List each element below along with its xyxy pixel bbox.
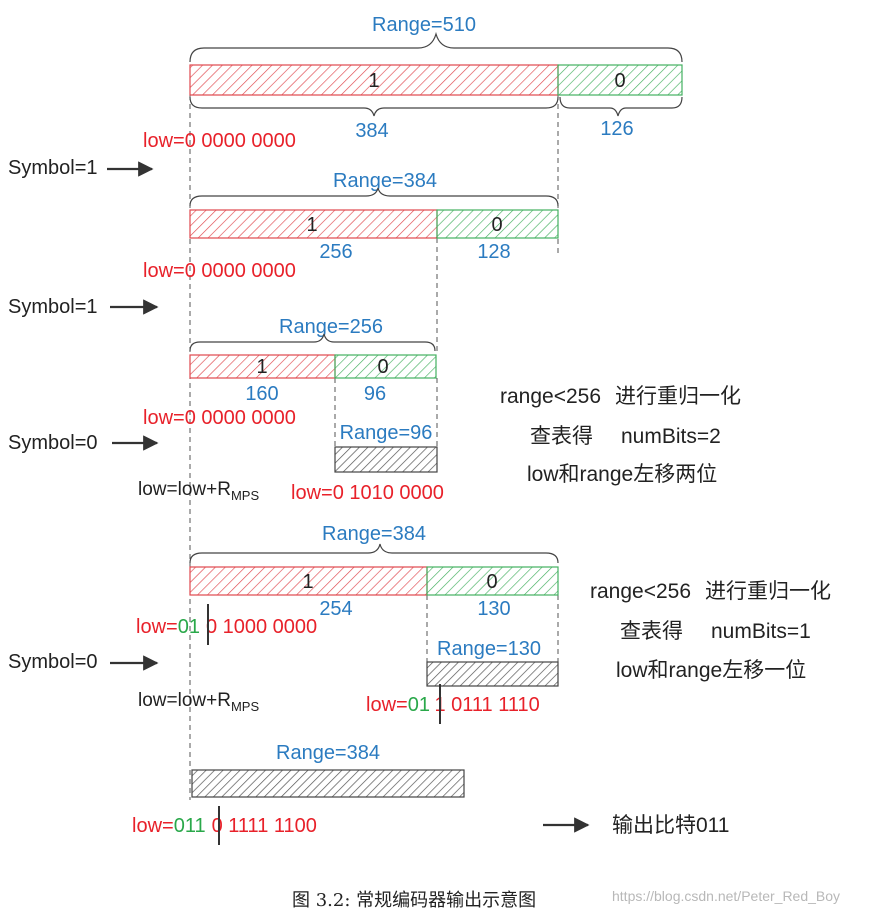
segment-0-label: 0 bbox=[614, 70, 625, 92]
width-0-label: 96 bbox=[364, 383, 386, 405]
segment-1-label: 1 bbox=[368, 70, 379, 92]
segment-0-bar bbox=[557, 64, 683, 96]
update-formula: low=low+RMPS bbox=[138, 479, 259, 503]
range-label: Range=256 bbox=[279, 316, 383, 338]
segment-0-bar bbox=[334, 354, 437, 379]
brace-384 bbox=[189, 96, 559, 117]
figure-caption: 图 3.2: 常规编码器输出示意图 https://blog.csdn.net/… bbox=[0, 880, 871, 911]
width-1-label: 160 bbox=[245, 383, 278, 405]
width-1-label: 254 bbox=[319, 598, 352, 620]
low-value: low=0 0000 0000 bbox=[143, 407, 296, 429]
symbol-label: Symbol=1 bbox=[8, 157, 98, 179]
width-0-label: 126 bbox=[600, 118, 633, 140]
width-1-label: 256 bbox=[319, 241, 352, 263]
sub-range-bar bbox=[334, 446, 438, 473]
segment-0-bar bbox=[426, 566, 559, 596]
sub-range-label: Range=130 bbox=[437, 638, 541, 660]
brace-126 bbox=[559, 96, 683, 117]
range-label: Range=384 bbox=[322, 523, 426, 545]
caption-text: 图 3.2: 常规编码器输出示意图 bbox=[292, 890, 537, 911]
stage-2: Range=384 1 0 256 128 low=0 0000 0000 Sy… bbox=[8, 170, 559, 318]
segment-0-label: 0 bbox=[491, 214, 502, 236]
stage-3: Range=256 1 0 160 96 low=0 0000 0000 Sym… bbox=[8, 316, 741, 504]
note-line-3: low和range左移一位 bbox=[616, 659, 806, 682]
update-formula: low=low+RMPS bbox=[138, 690, 259, 714]
width-0-label: 130 bbox=[477, 598, 510, 620]
symbol-label: Symbol=0 bbox=[8, 432, 98, 454]
width-0-label: 128 bbox=[477, 241, 510, 263]
segment-0-bar bbox=[436, 209, 559, 239]
sub-range-label: Range=96 bbox=[340, 422, 433, 444]
top-brace bbox=[189, 31, 683, 63]
low-value: low=0 0000 0000 bbox=[143, 130, 296, 152]
top-brace bbox=[189, 187, 559, 207]
segment-0-label: 0 bbox=[377, 356, 388, 378]
segment-1-label: 1 bbox=[256, 356, 267, 378]
range-label: Range=510 bbox=[372, 14, 476, 36]
range-label: Range=384 bbox=[276, 742, 380, 764]
watermark-text: https://blog.csdn.net/Peter_Red_Boy bbox=[612, 888, 841, 904]
segment-1-bar bbox=[189, 64, 559, 96]
symbol-label: Symbol=0 bbox=[8, 651, 98, 673]
sub-range-bar bbox=[426, 661, 559, 687]
segment-1-bar bbox=[189, 566, 428, 596]
new-low-value: low=0 1010 0000 bbox=[291, 482, 444, 504]
output-bits-label: 输出比特011 bbox=[612, 814, 729, 837]
stage-1: Range=510 1 0 384 126 low=0 0000 0000 Sy… bbox=[8, 14, 683, 179]
top-brace bbox=[189, 543, 559, 564]
encoder-diagram: Range=510 1 0 384 126 low=0 0000 0000 Sy… bbox=[8, 14, 831, 845]
range-label: Range=384 bbox=[333, 170, 437, 192]
symbol-label: Symbol=1 bbox=[8, 296, 98, 318]
low-value: low=0 0000 0000 bbox=[143, 260, 296, 282]
segment-1-label: 1 bbox=[306, 214, 317, 236]
width-1-label: 384 bbox=[355, 120, 388, 142]
segment-0-label: 0 bbox=[486, 571, 497, 593]
segment-1-label: 1 bbox=[302, 571, 313, 593]
note-line-3: low和range左移两位 bbox=[527, 463, 717, 486]
range-bar bbox=[191, 769, 465, 798]
top-brace bbox=[189, 333, 436, 352]
